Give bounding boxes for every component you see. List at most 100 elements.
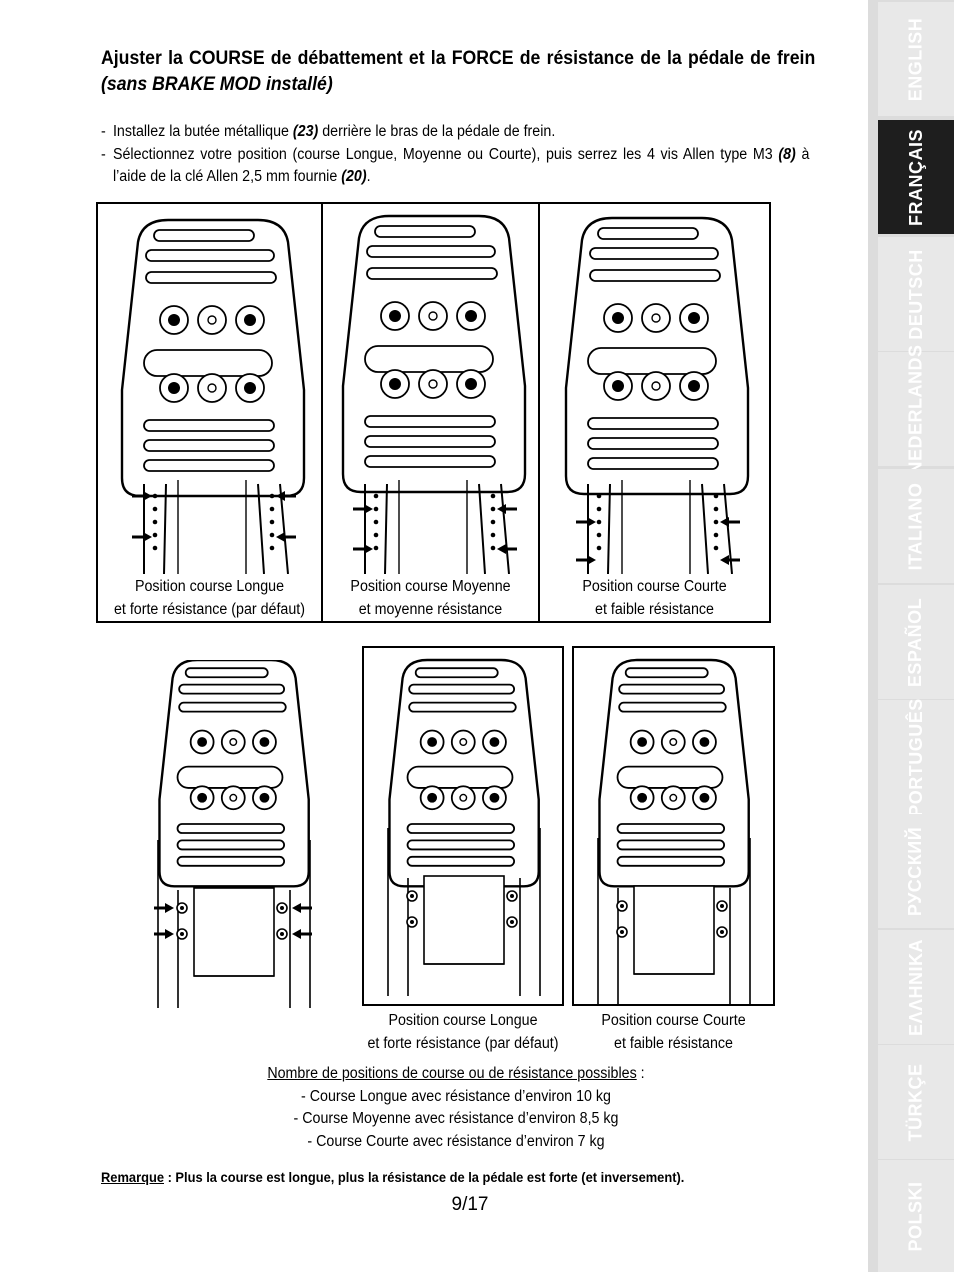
pedal-hole-empty: [651, 313, 661, 323]
language-tab-2[interactable]: FRANÇAIS: [878, 120, 954, 234]
arm-hole: [490, 545, 496, 551]
allen-screw-center: [620, 930, 624, 934]
remark-text: : Plus la course est longue, plus la rés…: [163, 1169, 685, 1185]
pedal-grip-bar: [366, 267, 498, 280]
pedal-hole-empty: [229, 738, 238, 746]
pedal-hole-empty: [207, 315, 217, 325]
arm-hole: [373, 532, 379, 538]
pedal-grip-bar: [589, 269, 721, 282]
arm-hole: [152, 493, 158, 499]
arm-hole: [152, 506, 158, 512]
page-number: 9/17: [451, 1194, 489, 1215]
position-arrow-head: [292, 929, 301, 939]
pedal-grip-bar: [178, 701, 287, 713]
position-arrow-head: [165, 929, 174, 939]
pedal-arm-right: [257, 483, 289, 574]
pedal-mount-block: [633, 885, 715, 975]
language-tab-11[interactable]: POLSKI: [878, 1160, 954, 1272]
arm-hole: [373, 545, 379, 551]
language-tab-label: ΕΛΛΗΝΙΚΑ: [905, 938, 926, 1036]
arm-hole: [269, 545, 275, 551]
pedal-grip-bar: [374, 225, 476, 238]
allen-screw-center: [620, 904, 624, 908]
language-tab-10[interactable]: TÜRKÇE: [878, 1045, 954, 1159]
pedal-hole-screw: [389, 378, 401, 390]
instruction-item: - Installez la butée métallique (23) der…: [101, 123, 556, 140]
pedal-grip-bar: [408, 683, 516, 695]
pedal-hole-screw: [688, 312, 700, 324]
arm-hole: [596, 532, 602, 538]
arm-hole: [596, 519, 602, 525]
pedal-grip-bar: [143, 439, 275, 452]
pedal-grip-bar: [176, 855, 286, 867]
positions-item: - Course Longue avec résistance d’enviro…: [301, 1087, 611, 1105]
arm-hole: [373, 506, 379, 512]
pedal-grip-bar: [589, 247, 719, 260]
language-tab-6[interactable]: ESPAÑOL: [878, 585, 954, 699]
position-arrow-head: [165, 903, 174, 913]
arm-hole: [490, 532, 496, 538]
pedal-hole-screw: [637, 737, 648, 747]
pedal-grip-bar: [145, 249, 275, 262]
arm-hole: [269, 493, 275, 499]
arm-hole: [596, 545, 602, 551]
language-tab-7[interactable]: PORTUGUÊS: [878, 697, 954, 817]
language-tab-label: NEDERLANDS: [905, 343, 926, 475]
language-tab-5[interactable]: ITALIANO: [878, 469, 954, 583]
pedal-arm-right: [478, 483, 510, 574]
remark-label: Remarque: [101, 1169, 164, 1185]
language-tab-3[interactable]: DEUTSCH: [878, 237, 954, 351]
pedal-grip-bar: [587, 437, 719, 450]
positions-heading: Nombre de positions de course ou de rési…: [267, 1065, 637, 1082]
allen-screw-center: [510, 894, 514, 898]
language-tab-label: TÜRKÇE: [905, 1063, 926, 1141]
pedal-grip-bar: [145, 271, 277, 284]
pedal-grip-bar: [364, 415, 496, 428]
panel-divider: [321, 203, 323, 622]
pedal-diagram-medium: [341, 214, 527, 574]
pedal-grip-bar: [364, 435, 496, 448]
pedal-grip-bar: [616, 823, 726, 834]
pedal-hole-screw: [637, 792, 648, 803]
arm-hole: [490, 493, 496, 499]
pedal-hole-screw: [688, 380, 700, 392]
pedal-grip-bar: [616, 839, 726, 851]
pedal-hole-empty: [428, 311, 438, 321]
position-arrow-head: [364, 504, 373, 514]
pedal-grip-bar: [364, 455, 496, 468]
allen-screw-center: [410, 920, 414, 924]
pedal-hole-empty: [229, 793, 238, 802]
arm-hole: [269, 532, 275, 538]
language-tab-label: ITALIANO: [905, 482, 926, 570]
arm-hole: [490, 519, 496, 525]
pedal-hole-screw: [699, 737, 710, 747]
pedal-grip-bar: [406, 839, 516, 851]
language-tab-8[interactable]: РУССКИЙ: [878, 814, 954, 928]
language-tab-4[interactable]: NEDERLANDS: [878, 344, 954, 474]
position-arrow-head: [276, 491, 285, 501]
position-arrow-head: [720, 555, 729, 565]
language-tab-1[interactable]: ENGLISH: [878, 2, 954, 116]
arm-hole: [713, 519, 719, 525]
pedal-hole-screw: [465, 378, 477, 390]
language-tab-9[interactable]: ΕΛΛΗΝΙΚΑ: [878, 930, 954, 1044]
language-tab-label: ENGLISH: [905, 17, 926, 101]
allen-screw-center: [720, 930, 724, 934]
pedal-grip-bar: [414, 667, 499, 679]
allen-screw-center: [280, 906, 284, 910]
pedal-hole-screw: [244, 382, 256, 394]
position-arrow-head: [720, 517, 729, 527]
title-main: Ajuster la COURSE de débattement et la F…: [101, 48, 816, 69]
language-tab-label: ESPAÑOL: [905, 597, 926, 687]
language-tab-label: PORTUGUÊS: [905, 697, 926, 817]
pedal-hole-screw: [612, 380, 624, 392]
position-arrow-head: [497, 544, 506, 554]
arm-hole: [596, 493, 602, 499]
position-arrow-head: [364, 544, 373, 554]
part-ref-20: (20): [341, 168, 367, 185]
pedal-grip-bar: [143, 419, 275, 432]
pedal-grip-bar: [176, 765, 284, 789]
